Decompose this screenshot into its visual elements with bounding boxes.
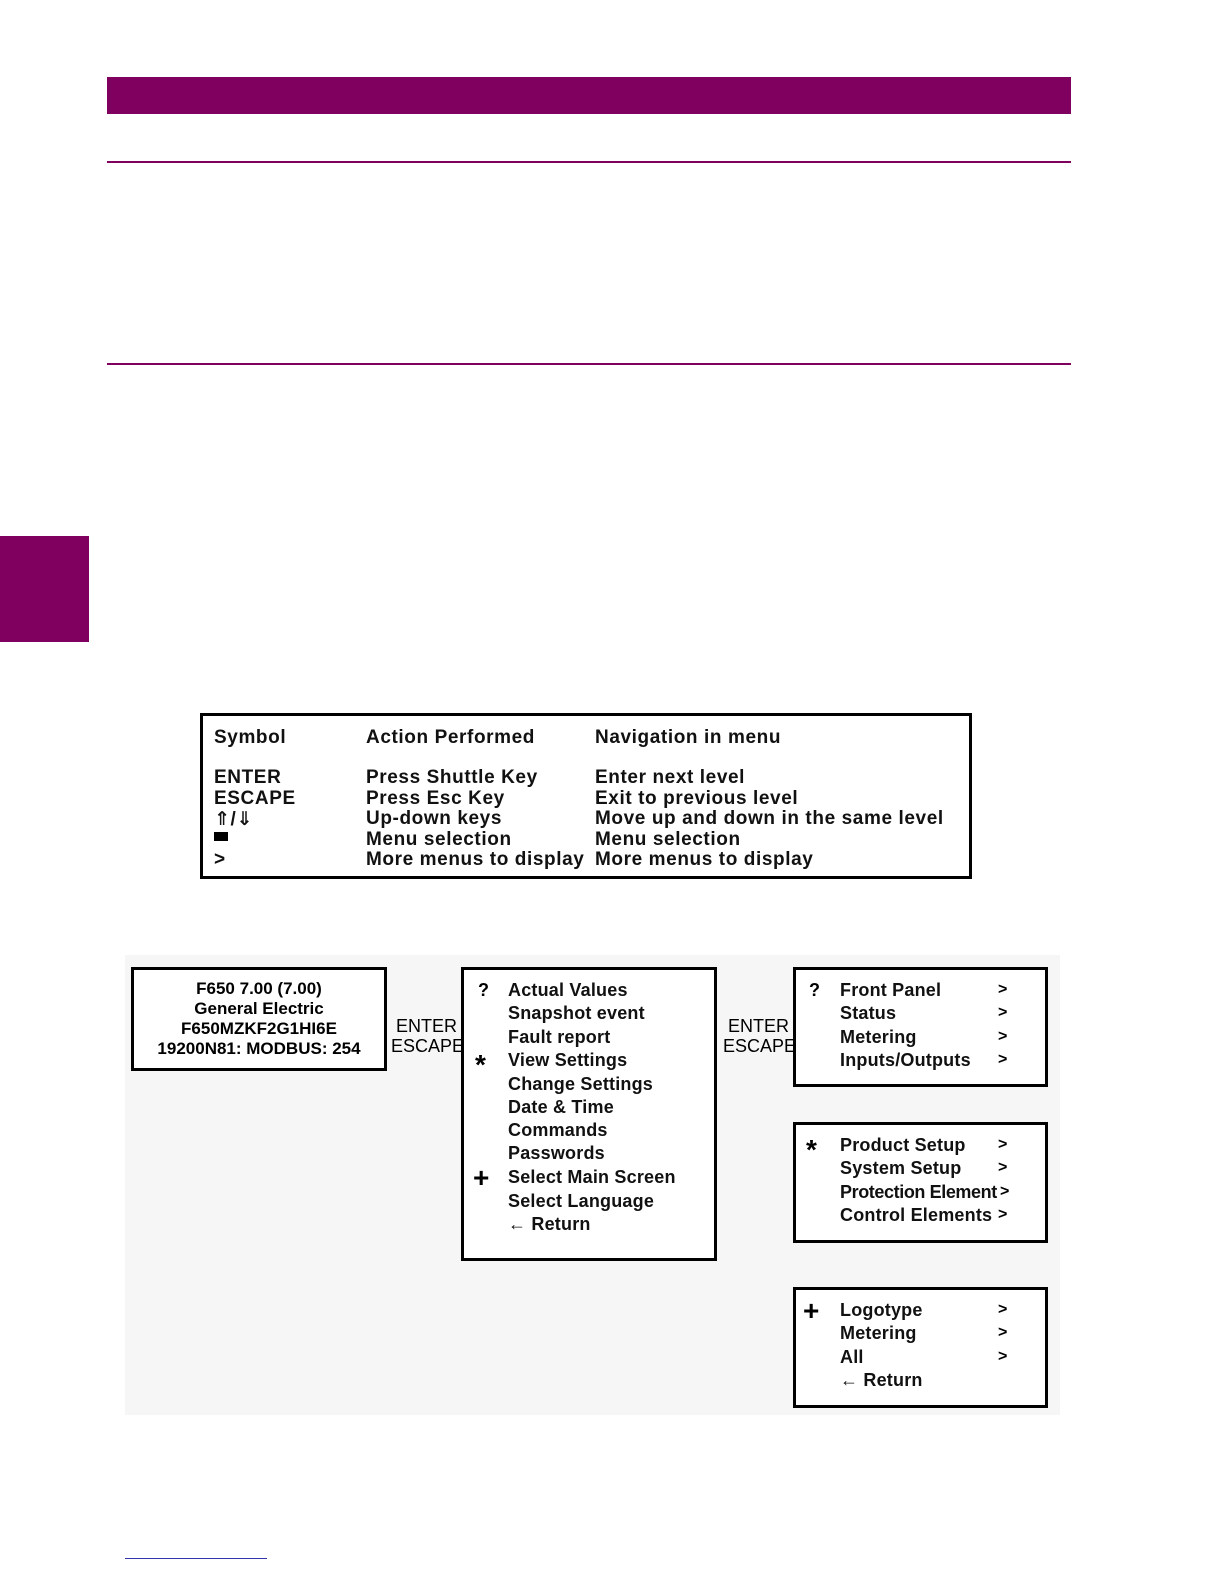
plus-icon: + bbox=[803, 1295, 820, 1326]
menu-item-fault-report[interactable]: Fault report bbox=[508, 1027, 611, 1047]
more-menus-indicator: > bbox=[998, 1301, 1008, 1318]
menu-item-commands[interactable]: Commands bbox=[508, 1120, 608, 1140]
more-menus-indicator: > bbox=[998, 1324, 1008, 1341]
actual-values-submenu: ? Front Panel > Status > Metering > Inpu… bbox=[793, 967, 1048, 1087]
menu-item-select-language[interactable]: Select Language bbox=[508, 1191, 655, 1211]
more-menus-indicator: > bbox=[998, 981, 1008, 998]
menu-item-actual-values[interactable]: Actual Values bbox=[508, 980, 628, 1000]
submenu-item-protection-element[interactable]: Protection Element bbox=[840, 1182, 997, 1202]
more-menus-indicator: > bbox=[998, 1051, 1008, 1068]
submenu-item-inputs-outputs[interactable]: Inputs/Outputs bbox=[840, 1050, 971, 1070]
legend-header-action: Action Performed bbox=[366, 727, 536, 748]
enter-label: ENTER bbox=[396, 1016, 458, 1036]
view-settings-submenu: * Product Setup > System Setup > Protect… bbox=[793, 1122, 1048, 1243]
chapter-side-tab bbox=[0, 536, 89, 642]
asterisk-icon: * bbox=[475, 1049, 486, 1080]
legend-symbol-up-down-arrows: ⇑/⇓ bbox=[214, 809, 253, 830]
submenu-item-system-setup[interactable]: System Setup bbox=[840, 1158, 962, 1178]
submenu-item-status[interactable]: Status bbox=[840, 1003, 897, 1023]
submenu-item-logotype[interactable]: Logotype bbox=[840, 1300, 923, 1320]
legend-symbol: ESCAPE bbox=[214, 788, 296, 809]
submenu-item-front-panel[interactable]: Front Panel bbox=[840, 980, 942, 1000]
legend-symbol: ENTER bbox=[214, 767, 282, 788]
submenu-item-control-elements[interactable]: Control Elements bbox=[840, 1205, 993, 1225]
submenu-item-metering[interactable]: Metering bbox=[840, 1323, 917, 1343]
submenu-item-all[interactable]: All bbox=[840, 1347, 864, 1367]
legend-header-navigation: Navigation in menu bbox=[595, 727, 782, 748]
legend-navigation: More menus to display bbox=[595, 849, 814, 870]
legend-action: Menu selection bbox=[366, 829, 512, 850]
status-line: 19200N81: MODBUS: 254 bbox=[157, 1039, 361, 1058]
legend-navigation: Exit to previous level bbox=[595, 788, 799, 809]
question-mark-icon: ? bbox=[478, 980, 489, 1000]
section-rule-top bbox=[107, 161, 1071, 163]
legend-action: Press Esc Key bbox=[366, 788, 505, 809]
legend-navigation: Enter next level bbox=[595, 767, 746, 788]
menu-item-date-time[interactable]: Date & Time bbox=[508, 1097, 614, 1117]
legend-action: More menus to display bbox=[366, 849, 585, 870]
selection-bar-icon bbox=[214, 832, 228, 841]
submenu-item-metering[interactable]: Metering bbox=[840, 1027, 917, 1047]
menu-item-view-settings[interactable]: View Settings bbox=[508, 1050, 628, 1070]
plus-icon: + bbox=[473, 1162, 490, 1193]
more-menus-indicator: > bbox=[998, 1348, 1008, 1365]
header-bar bbox=[107, 77, 1071, 114]
legend-header-symbol: Symbol bbox=[214, 727, 287, 748]
menu-item-change-settings[interactable]: Change Settings bbox=[508, 1074, 654, 1094]
legend-action: Press Shuttle Key bbox=[366, 767, 538, 788]
asterisk-icon: * bbox=[806, 1134, 817, 1165]
section-rule-bottom bbox=[107, 363, 1071, 365]
legend-navigation: Menu selection bbox=[595, 829, 741, 850]
more-menus-indicator: > bbox=[998, 1004, 1008, 1021]
main-menu-screen: ? Actual Values Snapshot event Fault rep… bbox=[461, 967, 717, 1261]
question-mark-icon: ? bbox=[809, 980, 820, 1000]
menu-item-snapshot-event[interactable]: Snapshot event bbox=[508, 1003, 645, 1023]
navigation-legend: Symbol Action Performed Navigation in me… bbox=[200, 713, 972, 879]
more-menus-indicator: > bbox=[998, 1206, 1008, 1223]
legend-action: Up-down keys bbox=[366, 808, 502, 829]
more-menus-indicator: > bbox=[998, 1136, 1008, 1153]
status-line: F650 7.00 (7.00) bbox=[196, 979, 322, 998]
status-line: General Electric bbox=[194, 999, 324, 1018]
status-line: F650MZKF2G1HI6E bbox=[181, 1019, 337, 1038]
select-main-screen-submenu: + Logotype > Metering > All > ← Return bbox=[793, 1287, 1048, 1408]
legend-navigation: Move up and down in the same level bbox=[595, 808, 944, 829]
relay-status-screen: F650 7.00 (7.00) General Electric F650MZ… bbox=[131, 967, 387, 1071]
escape-label: ESCAPE bbox=[723, 1036, 797, 1056]
legend-symbol: > bbox=[214, 849, 226, 870]
more-menus-indicator: > bbox=[1000, 1183, 1010, 1200]
footer-line bbox=[125, 1558, 267, 1559]
escape-label: ESCAPE bbox=[391, 1036, 465, 1056]
menu-item-select-main-screen[interactable]: Select Main Screen bbox=[508, 1167, 676, 1187]
more-menus-indicator: > bbox=[998, 1159, 1008, 1176]
submenu-item-return[interactable]: ← Return bbox=[840, 1370, 923, 1390]
more-menus-indicator: > bbox=[998, 1028, 1008, 1045]
menu-item-passwords[interactable]: Passwords bbox=[508, 1143, 605, 1163]
enter-label: ENTER bbox=[728, 1016, 790, 1036]
submenu-item-product-setup[interactable]: Product Setup bbox=[840, 1135, 966, 1155]
menu-item-return[interactable]: ← Return bbox=[508, 1214, 591, 1234]
